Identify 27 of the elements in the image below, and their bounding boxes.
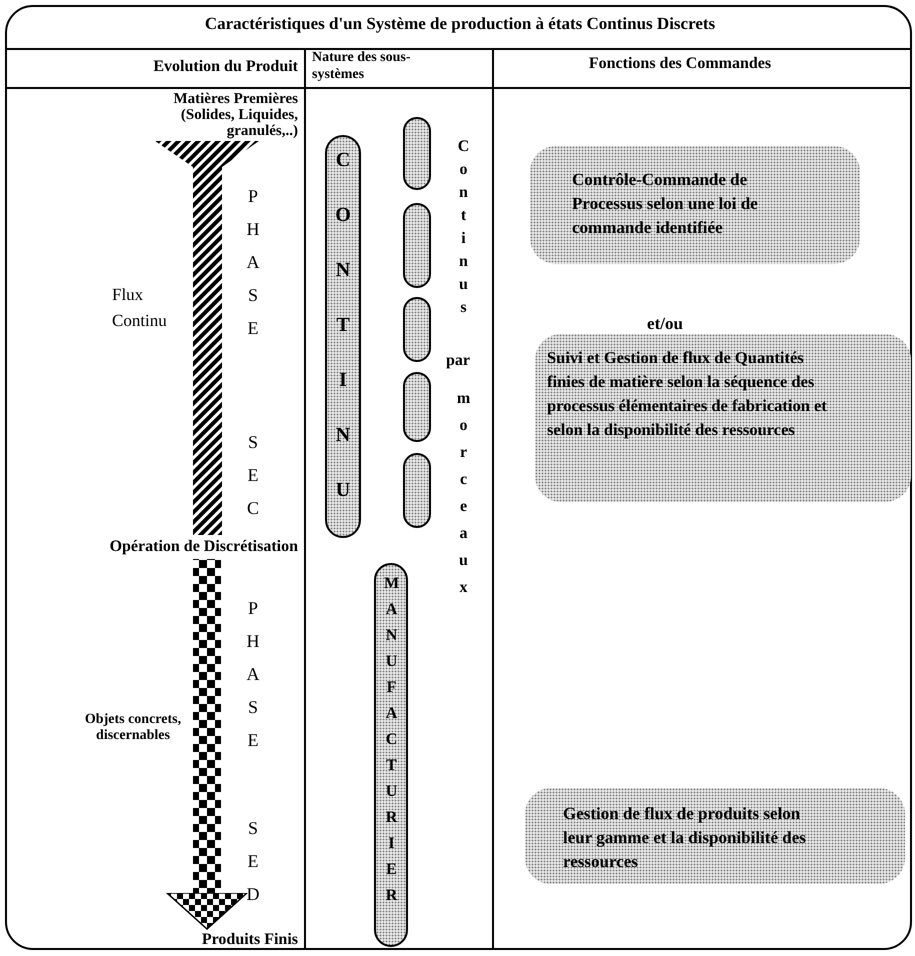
conjunction-label: et/ou (646, 314, 684, 334)
flow-arrow (155, 141, 259, 535)
function-box: Gestion de flux de produits selon leur gamme et la disponibilité des ressources (525, 788, 905, 884)
subsystem-capsule (403, 203, 431, 288)
column-header: Nature des sous-systèmes (312, 49, 412, 83)
function-box: Contrôle-Commande de Processus selon une loi de commande identifiée (530, 146, 860, 264)
flow-end-label: Produits Finis (150, 931, 298, 949)
vertical-label: par (446, 352, 470, 370)
function-box: Suivi et Gestion de flux de Quantités finies de matière selon la séquence des processus élémentaires de fabrication et selon la disponibilité des ressources (535, 334, 911, 502)
vertical-label: morceaux (454, 390, 473, 606)
subsystem-capsule (403, 453, 431, 528)
vertical-label: Continus (454, 138, 473, 322)
subsystem-capsule: MANUFACTURIER (374, 563, 408, 947)
subsystem-capsule (403, 372, 431, 442)
vertical-label: PHASE SED (242, 598, 264, 917)
vertical-label: PHASE SEC (242, 186, 264, 531)
flow-start-label: Matières Premières (Solides, Liquides, granulés,..) (150, 92, 298, 140)
flow-label: Objets concrets, discernables (84, 712, 182, 744)
subsystem-capsule (403, 297, 431, 362)
flow-arrow (166, 559, 248, 930)
title: Caractéristiques d'un Système de production à états Continus Discrets (204, 14, 716, 34)
stage-label: Opération de Discrétisation (30, 537, 298, 557)
subsystem-capsule: CONTINU (325, 135, 361, 538)
column-header: Evolution du Produit (152, 58, 298, 76)
flow-label: Flux Continu (112, 284, 168, 332)
subsystem-capsule (403, 117, 431, 190)
column-header: Fonctions des Commandes (588, 55, 772, 73)
